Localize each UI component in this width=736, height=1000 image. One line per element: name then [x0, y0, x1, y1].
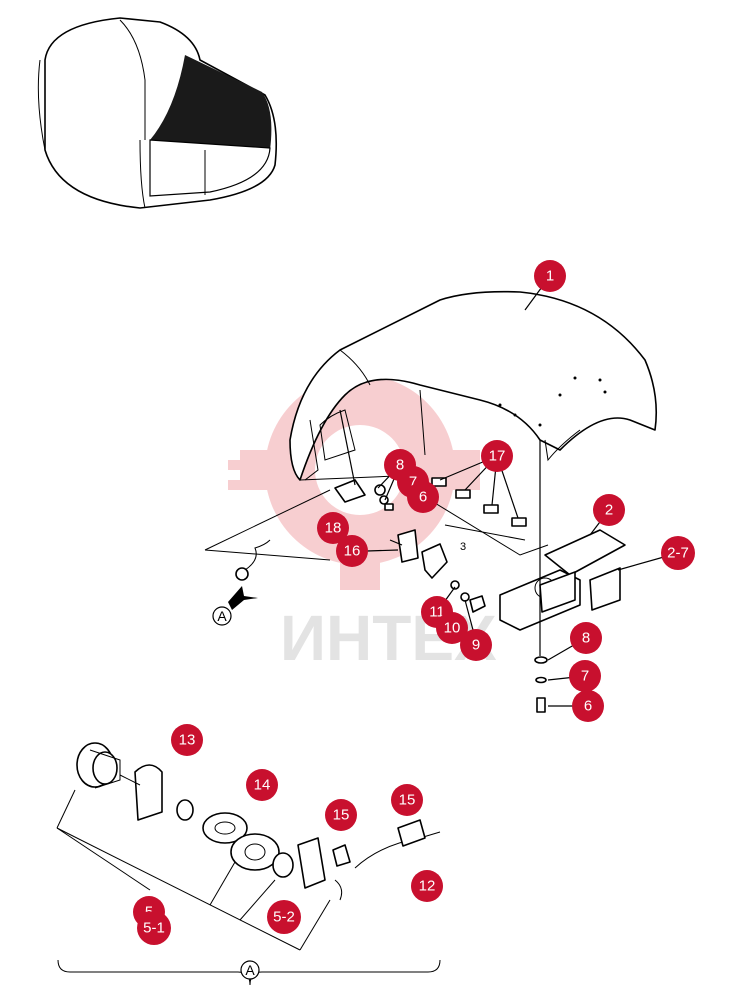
view-A-label: A [245, 962, 255, 978]
callout-circle [481, 440, 513, 472]
callout-circle [137, 911, 171, 945]
callout-c52: 5-2 [267, 900, 301, 934]
callout-label: 12 [419, 878, 436, 895]
callout-label: 17 [489, 448, 506, 465]
callout-label: 7 [581, 668, 589, 685]
callout-label: 6 [419, 489, 427, 506]
callout-c9: 9 [460, 629, 492, 661]
view-A-marker-top: A [217, 608, 227, 624]
callout-circle [317, 512, 349, 544]
callout-label: 8 [396, 457, 404, 474]
view-A-assembly [56, 742, 441, 951]
callout-label: 16 [344, 543, 361, 560]
callout-circle [572, 690, 604, 722]
callout-label: 2 [605, 502, 613, 519]
callout-label: 7 [409, 474, 417, 491]
callout-circle [460, 629, 492, 661]
callout-label: 9 [472, 637, 480, 654]
callout-circle [391, 784, 423, 816]
callout-label: 15 [333, 807, 350, 824]
callout-label: 1 [546, 268, 554, 285]
callout-circle [570, 622, 602, 654]
callout-c2: 2 [593, 494, 625, 526]
callout-label: 18 [325, 520, 342, 537]
callout-label: 6 [584, 698, 592, 715]
callout-circle [336, 535, 368, 567]
pads [431, 477, 527, 527]
callout-circle [569, 660, 601, 692]
callout-c13: 13 [171, 724, 203, 756]
callout-circle [267, 900, 301, 934]
callout-label: 14 [254, 777, 271, 794]
callout-c18: 18 [317, 512, 349, 544]
view-A-label-top: A [217, 608, 227, 624]
callout-circle [411, 870, 443, 902]
callout-c6b: 6 [572, 690, 604, 722]
callout-circle [534, 260, 566, 292]
callout-c6a: 6 [407, 481, 439, 513]
view-A-bracket: A [57, 959, 441, 986]
callout-c16: 16 [336, 535, 368, 567]
callout-c14: 14 [246, 769, 278, 801]
callout-c12: 12 [411, 870, 443, 902]
callout-c15b: 15 [391, 784, 423, 816]
callout-circle [407, 481, 439, 513]
callout-circle [593, 494, 625, 526]
callout-circle [661, 536, 695, 570]
callout-c15a: 15 [325, 799, 357, 831]
callout-label: 13 [179, 732, 196, 749]
callout-c27: 2-7 [661, 536, 695, 570]
callout-c8b: 8 [570, 622, 602, 654]
callouts: 122-717876181611109876131415151255-15-2 [133, 260, 695, 945]
callout-circle [436, 612, 468, 644]
callout-label: 5-1 [143, 920, 165, 937]
canopy-cover [289, 290, 658, 481]
detail-A-harness [204, 489, 331, 626]
callout-circle [246, 769, 278, 801]
callout-label: 10 [444, 620, 461, 637]
callout-c10: 10 [436, 612, 468, 644]
latch-parts [334, 479, 548, 713]
callout-c1: 1 [534, 260, 566, 292]
callout-label: 5-2 [273, 909, 295, 926]
thumbnail-seat [37, 17, 278, 209]
callout-circle [171, 724, 203, 756]
callout-label: 8 [582, 630, 590, 647]
callout-c17: 17 [481, 440, 513, 472]
label-3: 3 [460, 541, 466, 553]
callout-label: 15 [399, 792, 416, 809]
callout-c7b: 7 [569, 660, 601, 692]
callout-circle [325, 799, 357, 831]
callout-label: 2-7 [667, 545, 689, 562]
callout-label: 11 [429, 604, 445, 621]
callout-c51: 5-1 [137, 911, 171, 945]
